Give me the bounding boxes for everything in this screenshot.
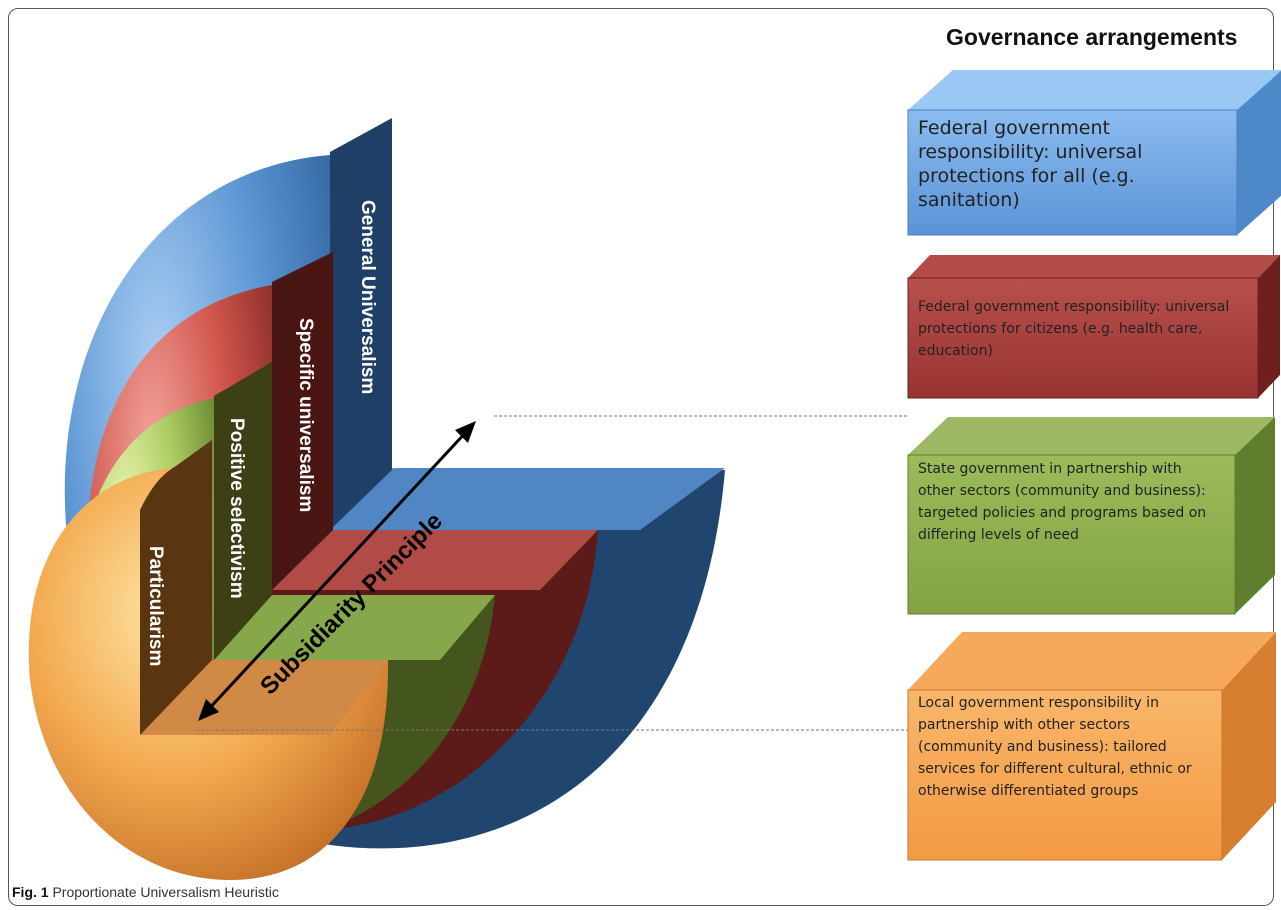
- arrowhead-down: [198, 699, 219, 721]
- figure-caption: Fig. 1 Proportionate Universalism Heuris…: [12, 884, 279, 900]
- blue-wall: [330, 118, 392, 530]
- governance-box-1-text: Federal government responsibility: unive…: [918, 117, 1143, 211]
- governance-box-2: [907, 255, 1280, 399]
- green-wall: [214, 362, 272, 660]
- governance-box-4: [907, 632, 1276, 861]
- label-general-universalism: General Universalism: [357, 200, 378, 394]
- figure-caption-text: Proportionate Universalism Heuristic: [52, 884, 279, 900]
- red-wall: [272, 252, 333, 590]
- governance-box-4-text: Local government responsibility in partn…: [918, 695, 1192, 799]
- governance-box-3-text: State government in partnership with oth…: [918, 461, 1207, 543]
- layer-particularism: [28, 440, 389, 880]
- governance-box-2-text: Federal government responsibility: unive…: [918, 299, 1230, 359]
- governance-box-3: [907, 417, 1275, 615]
- red-top-face: [272, 530, 598, 590]
- label-particularism: Particularism: [145, 546, 166, 666]
- governance-box-1: [907, 70, 1281, 236]
- governance-arrangements-title: Governance arrangements: [946, 24, 1238, 50]
- arrowhead-up: [455, 421, 476, 443]
- figure-caption-label: Fig. 1: [12, 884, 49, 900]
- label-positive-selectivism: Positive selectivism: [226, 418, 247, 599]
- blue-top-face: [330, 468, 725, 530]
- label-specific-universalism: Specific universalism: [295, 318, 316, 512]
- orange-wall: [140, 440, 212, 735]
- green-top-face: [214, 595, 495, 660]
- subsidiarity-arrow: [198, 421, 476, 721]
